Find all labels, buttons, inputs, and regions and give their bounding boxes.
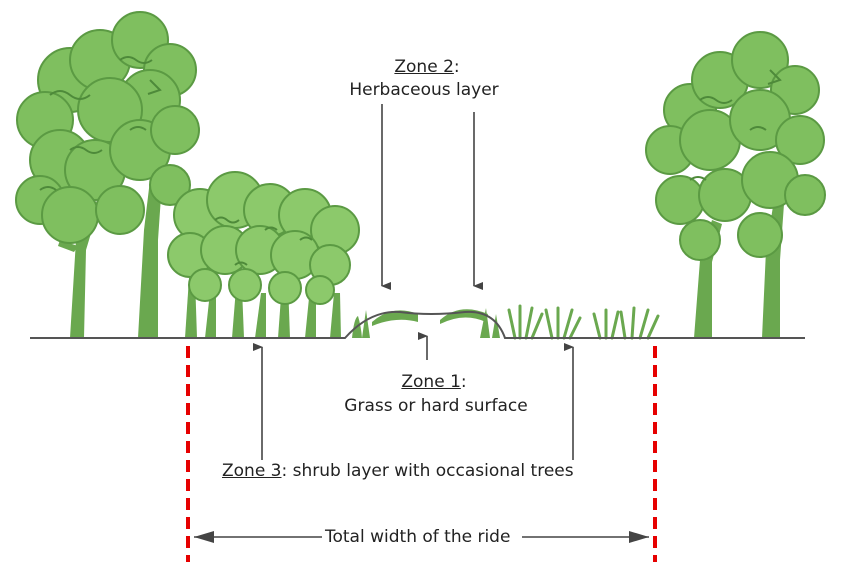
left-tall-trees xyxy=(15,11,200,338)
total-width-arrowhead-right xyxy=(629,531,649,543)
ground-line xyxy=(30,310,805,339)
tree-trunk xyxy=(138,180,162,338)
total-width-arrowhead-left xyxy=(194,531,214,543)
zone2-description: Herbaceous layer xyxy=(349,80,499,100)
zone2-label: Zone 2: xyxy=(394,56,459,78)
tree-trunk xyxy=(70,200,98,338)
total-width-label: Total width of the ride xyxy=(325,527,511,547)
zone1-label: Zone 1: xyxy=(401,371,466,393)
zone1-name: Zone 1 xyxy=(401,372,461,392)
zone2-colon: : xyxy=(453,57,460,77)
zone2-name: Zone 2 xyxy=(394,57,454,77)
right-shrub-tufts xyxy=(507,304,660,340)
zone3-label: Zone 3: shrub layer with occasional tree… xyxy=(222,460,574,482)
left-shrub-layer xyxy=(167,171,360,338)
zone3-description: : shrub layer with occasional trees xyxy=(281,461,574,481)
right-tall-trees xyxy=(645,31,826,338)
zone3-name: Zone 3 xyxy=(222,461,282,481)
zone1-colon: : xyxy=(460,372,467,392)
zone1-description: Grass or hard surface xyxy=(344,396,528,416)
